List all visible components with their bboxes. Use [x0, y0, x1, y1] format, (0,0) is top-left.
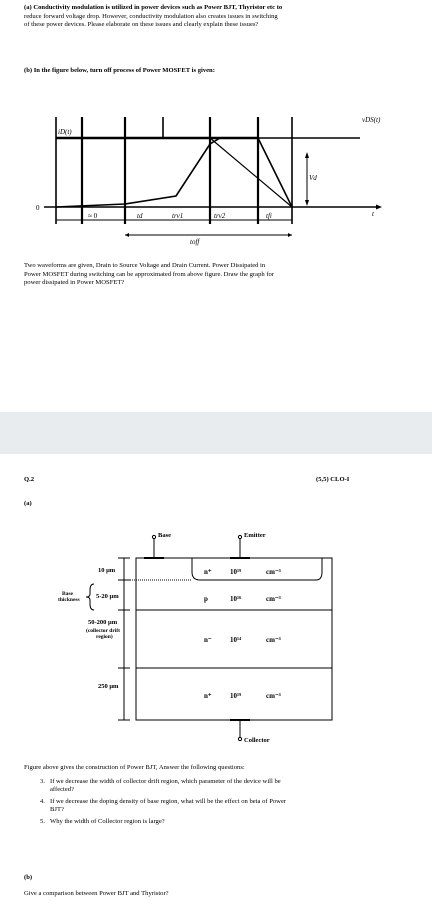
region-doping: 10¹⁹ — [230, 692, 241, 700]
part-b-line: Power MOSFET during switching can be app… — [24, 270, 275, 278]
question-3: 3. If we decrease the width of collector… — [40, 778, 420, 798]
drain-source-voltage-waveform — [55, 137, 360, 208]
page-separator — [0, 412, 432, 454]
question-line: affected? — [50, 786, 75, 794]
part-a-line: (a) Conductivity modulation is utilized … — [24, 4, 283, 11]
vds-label: vDS(t) — [362, 116, 381, 124]
td-label: td — [137, 212, 143, 220]
question-line: BJT? — [50, 806, 64, 814]
base-thickness-brace — [85, 583, 95, 611]
emitter-region — [191, 558, 323, 581]
question-5: 5. Why the width of Collector region is … — [40, 818, 420, 828]
part-a-question: (a) Conductivity modulation is utilized … — [24, 4, 424, 30]
question-line: Why the width of Collector region is lar… — [50, 818, 165, 825]
question-4: 4. If we decrease the doping density of … — [40, 798, 420, 818]
region-doping: 10¹⁴ — [230, 636, 242, 644]
base-label: Base — [158, 532, 171, 539]
mosfet-turnoff-waveform: iD(t) vDS(t) 0 t Vd ≈ 0 td trv1 trv2 tfi… — [36, 116, 382, 246]
region-doping: 10¹⁹ — [230, 568, 241, 576]
base-terminal-dot — [151, 534, 157, 540]
q2-part-a-label: (a) — [24, 500, 32, 507]
question-number: 3. — [40, 778, 45, 785]
part-b-line: power dissipated in Power MOSFET? — [24, 279, 125, 287]
drift-region-label: region) — [96, 633, 113, 640]
time-axis-arrow — [376, 204, 382, 210]
trv1-label: trv1 — [172, 212, 183, 220]
drain-current-fall-boundary — [209, 137, 293, 208]
width-label-substrate: 250 μm — [98, 683, 119, 690]
toff-arrow-head-left — [125, 233, 129, 237]
question-number: 4. — [40, 798, 45, 805]
width-label-drift: 50-200 μm — [88, 619, 118, 626]
toff-arrow-head-right — [288, 233, 292, 237]
base-thickness-label: thickness — [58, 597, 80, 603]
question-text: Why the width of Collector region is lar… — [50, 818, 165, 826]
tfi-label: tfi — [266, 212, 272, 220]
power-bjt-construction: Base Emitter Collector 10 μm 5-20 μm 50-… — [58, 532, 333, 744]
question-text: If we decrease the doping density of bas… — [50, 798, 286, 815]
collector-terminal-dot — [237, 736, 243, 742]
region-unit: cm⁻³ — [266, 595, 281, 603]
toff-label: toff — [190, 238, 200, 246]
width-label-emitter: 10 μm — [98, 567, 116, 574]
vd-arrow-head-down — [305, 200, 309, 206]
question-line: If we decrease the width of collector dr… — [50, 778, 281, 785]
region-type: n⁺ — [204, 692, 212, 700]
base-thickness-label: Base — [62, 591, 74, 597]
width-label-base: 5-20 μm — [96, 593, 119, 600]
t0-label: ≈ 0 — [88, 212, 98, 220]
q2-part-b-question: Give a comparison between Power BJT and … — [24, 890, 169, 897]
drain-current-fall — [257, 137, 293, 208]
region-unit: cm⁻³ — [266, 636, 281, 644]
document-page-1: (a) Conductivity modulation is utilized … — [0, 0, 432, 412]
region-type: p — [204, 595, 208, 603]
drift-region-label: (collector drift — [86, 627, 120, 634]
q2-label: Q.2 — [24, 476, 35, 483]
part-b-line: Two waveforms are given, Drain to Source… — [24, 262, 266, 269]
question-number: 5. — [40, 818, 45, 825]
trv2-label: trv2 — [214, 212, 226, 220]
collector-label: Collector — [244, 737, 270, 744]
time-label: t — [372, 210, 375, 218]
emitter-label: Emitter — [244, 532, 266, 539]
part-a-line: reduce forward voltage drop. However, co… — [24, 12, 278, 20]
question-line: If we decrease the doping density of bas… — [50, 798, 287, 805]
emitter-terminal-dot — [237, 534, 243, 540]
region-type: n⁻ — [204, 636, 212, 644]
question-text: If we decrease the width of collector dr… — [50, 778, 281, 795]
region-unit: cm⁻³ — [266, 692, 281, 700]
part-b-body: Two waveforms are given, Drain to Source… — [24, 262, 424, 288]
vd-label: Vd — [309, 174, 317, 182]
part-a-line: of these power devices. Please elaborate… — [24, 21, 259, 29]
vd-arrow-head-up — [305, 152, 309, 158]
region-type: n⁺ — [204, 568, 212, 576]
drain-current-label: iD(t) — [58, 128, 72, 136]
region-unit: cm⁻³ — [266, 568, 281, 576]
origin-label: 0 — [36, 204, 40, 212]
document-page-2: Q.2 (5,5) CLO-I (a) — [0, 454, 432, 920]
q2-marks: (5,5) CLO-I — [316, 476, 350, 483]
figure-caption: Figure above gives the construction of P… — [24, 764, 245, 771]
q2-part-b-label: (b) — [24, 874, 33, 881]
region-doping: 10¹⁶ — [230, 595, 241, 603]
part-b-heading: (b) In the figure below, turn off proces… — [24, 67, 215, 74]
